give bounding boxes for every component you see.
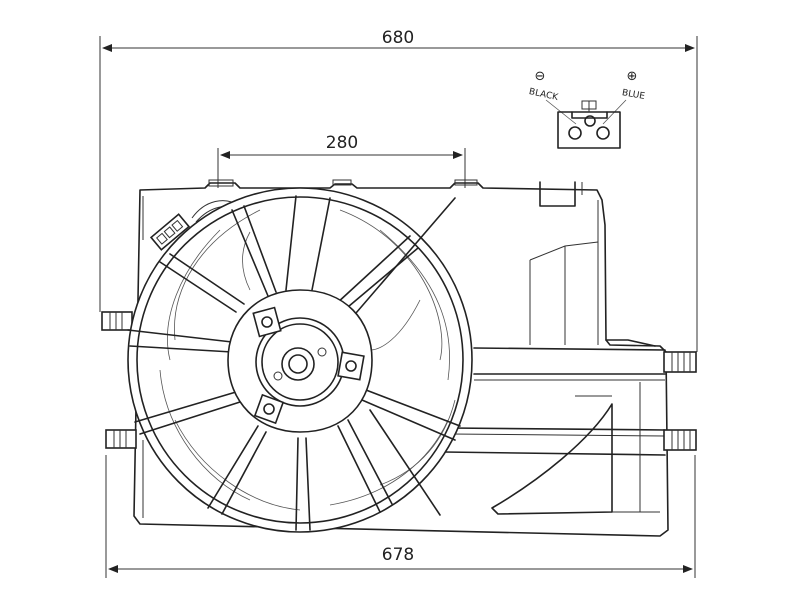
- dimension-680-label: 680: [382, 28, 414, 48]
- fan-wire-plug: [149, 200, 243, 251]
- dimension-bottom-width: 678: [105, 455, 696, 578]
- dimension-678-label: 678: [382, 545, 414, 565]
- dimension-mount-spacing: 280: [217, 133, 466, 188]
- positive-terminal-icon: ⊕: [627, 69, 638, 84]
- negative-wire-label: BLACK: [528, 87, 560, 103]
- negative-terminal-icon: ⊖: [535, 69, 546, 84]
- shroud-body: [133, 179, 669, 537]
- fan-spokes: [127, 195, 461, 531]
- mounting-clips: [101, 311, 697, 451]
- motor-mount-lugs: [252, 306, 365, 425]
- fan-assembly: [127, 187, 473, 533]
- connector-detail: ⊖ BLACK ⊕ BLUE: [528, 69, 646, 149]
- dimension-overall-width: 680: [99, 28, 698, 352]
- positive-wire-label: BLUE: [621, 88, 646, 102]
- dimension-280-label: 280: [326, 133, 358, 153]
